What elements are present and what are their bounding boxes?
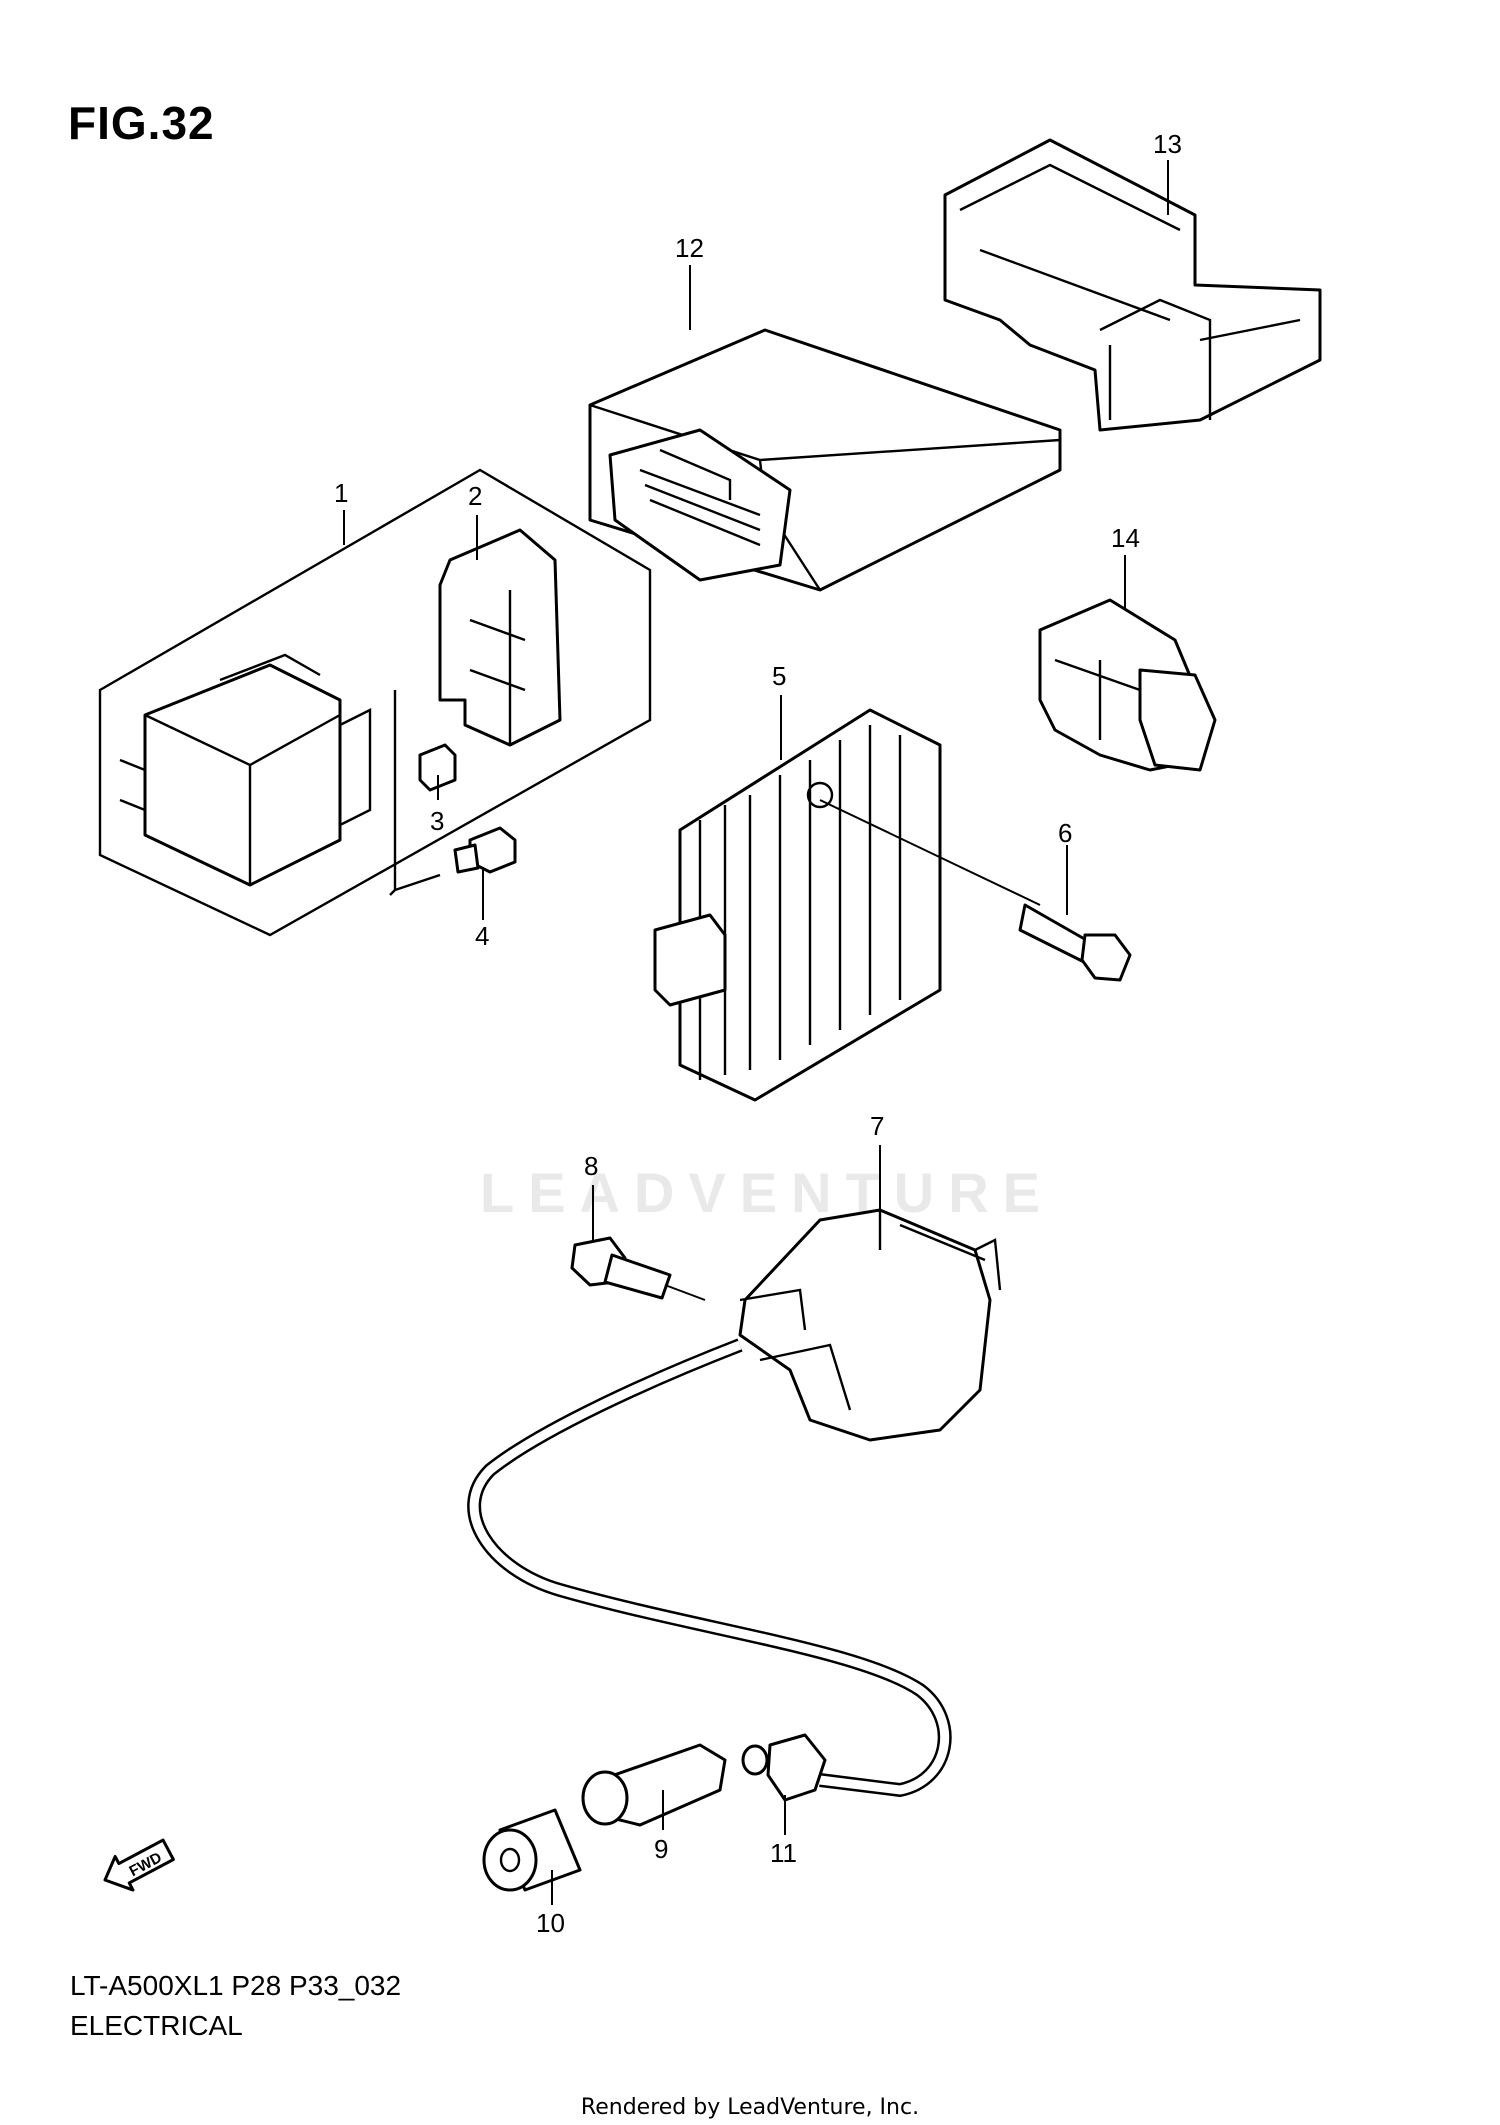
callout-4: 4 [475, 921, 489, 951]
part-9-plug-cap-tube[interactable] [581, 1743, 769, 1827]
callout-labels: 1 2 3 4 5 6 7 8 9 10 11 12 13 14 [334, 129, 1182, 1938]
callout-13: 13 [1153, 129, 1182, 159]
part-5-regulator-rectifier[interactable] [653, 708, 942, 1102]
part-13-ecm-cover[interactable] [943, 138, 1322, 432]
callout-3: 3 [430, 806, 444, 836]
part-7-ignition-coil[interactable] [738, 1208, 1002, 1442]
callout-10: 10 [536, 1908, 565, 1938]
callout-5: 5 [772, 661, 786, 691]
part-3-fuse[interactable] [418, 743, 457, 792]
figure-description: ELECTRICAL [70, 2010, 243, 2041]
callout-2: 2 [468, 481, 482, 511]
callout-11: 11 [770, 1838, 797, 1868]
part-14-connector[interactable] [1038, 598, 1217, 772]
part-1-relay-assembly[interactable] [98, 468, 652, 937]
callout-9: 9 [654, 1834, 668, 1864]
fwd-arrow-icon: FWD [103, 1838, 175, 1892]
part-2-fuse-holder[interactable] [438, 528, 562, 747]
watermark: LEADVENTURE [480, 1161, 1055, 1224]
figure-title: FIG.32 [68, 97, 215, 149]
render-credit: Rendered by LeadVenture, Inc. [580, 2095, 920, 2120]
callout-1: 1 [334, 478, 348, 508]
callout-8: 8 [584, 1151, 598, 1181]
part-12-ecm[interactable] [588, 328, 1062, 592]
part-6-bolt[interactable] [1018, 903, 1132, 982]
part-4-bolt[interactable] [453, 826, 517, 874]
part-11-cable-seal[interactable] [766, 1733, 827, 1802]
model-code: LT-A500XL1 P28 P33_032 [70, 1970, 402, 2001]
callout-12: 12 [675, 233, 704, 263]
leader-lines [343, 160, 1169, 1905]
part-8-bolt[interactable] [570, 1236, 672, 1300]
part-10-plug-cap[interactable] [482, 1808, 582, 1892]
callout-6: 6 [1058, 818, 1072, 848]
callout-7: 7 [870, 1111, 884, 1141]
callout-14: 14 [1111, 523, 1140, 553]
